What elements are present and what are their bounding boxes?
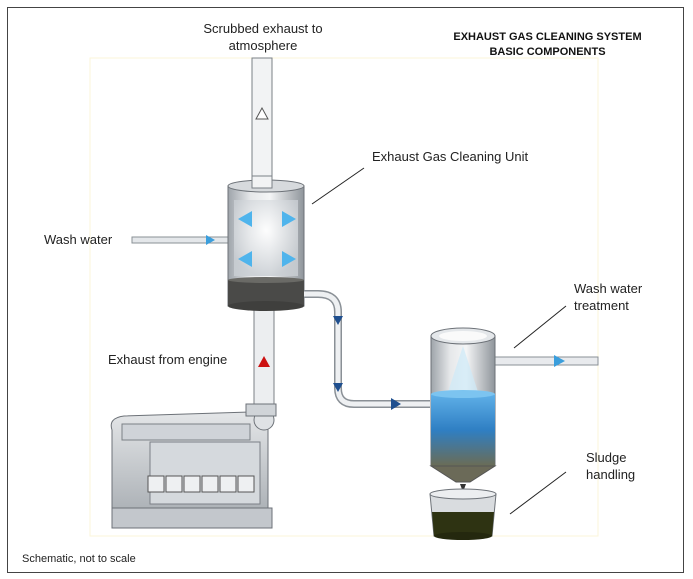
footnote: Schematic, not to scale [22,553,136,565]
spray-arrow-icon [282,211,296,227]
label-scrubbed-exhaust-line-1: Scrubbed exhaust to [203,21,323,36]
label-treatment-line-2: treatment [574,298,629,313]
cylinder-cover [219,475,237,493]
label-sludge-handling: Sludge handling [586,449,635,483]
drain-pipe [304,290,430,408]
exhaust-flow-arrow-icon [258,356,270,367]
label-treatment-line-1: Wash water [574,281,643,296]
label-exhaust-from-engine: Exhaust from engine [108,352,228,367]
treated-water-arrow-icon [554,355,565,367]
cylinder-cover [147,475,165,493]
label-cleaning-unit: Exhaust Gas Cleaning Unit [372,149,529,164]
label-wash-water: Wash water [44,232,113,247]
drain-flow-arrow-icon [391,398,401,410]
title-line-1: EXHAUST GAS CLEANING SYSTEM [453,31,642,43]
inner-guide-frame [89,57,599,537]
drain-flow-arrow-icon [333,316,343,325]
title-line-2: BASIC COMPONENTS [489,46,606,58]
leader-line-treatment [513,305,567,349]
label-wash-water-treatment: Wash water treatment [574,280,642,314]
marine-engine [110,403,277,529]
outlet-flow-arrow-icon [255,106,269,120]
treated-water-outlet-pipe [493,356,599,366]
exhaust-inlet-pipe [253,301,275,409]
spray-arrow-icon [282,251,296,267]
cylinder-cover [237,475,255,493]
drain-flow-arrow-icon [333,383,343,392]
label-sludge-line-1: Sludge [586,450,627,465]
cylinder-cover [183,475,201,493]
spray-arrow-icon [238,211,252,227]
wash-water-arrow-icon [206,235,215,245]
leader-line-sludge [509,471,567,515]
leader-line-cleaning-unit [311,167,365,205]
wash-water-inlet-pipe [131,236,231,244]
label-scrubbed-exhaust-line-2: atmosphere [228,38,298,53]
exhaust-outlet-pipe [251,57,273,187]
diagram-title: EXHAUST GAS CLEANING SYSTEM BASIC COMPON… [440,30,655,60]
sludge-handling-tank [429,488,497,540]
cylinder-cover [201,475,219,493]
cylinder-cover [165,475,183,493]
spray-arrow-icon [238,251,252,267]
exhaust-gas-cleaning-unit [227,175,305,311]
wash-water-treatment-tank [429,327,497,483]
label-scrubbed-exhaust: Scrubbed exhaust to atmosphere [188,20,338,54]
label-sludge-line-2: handling [586,467,636,482]
sludge-drop-arrow-icon [460,484,466,492]
